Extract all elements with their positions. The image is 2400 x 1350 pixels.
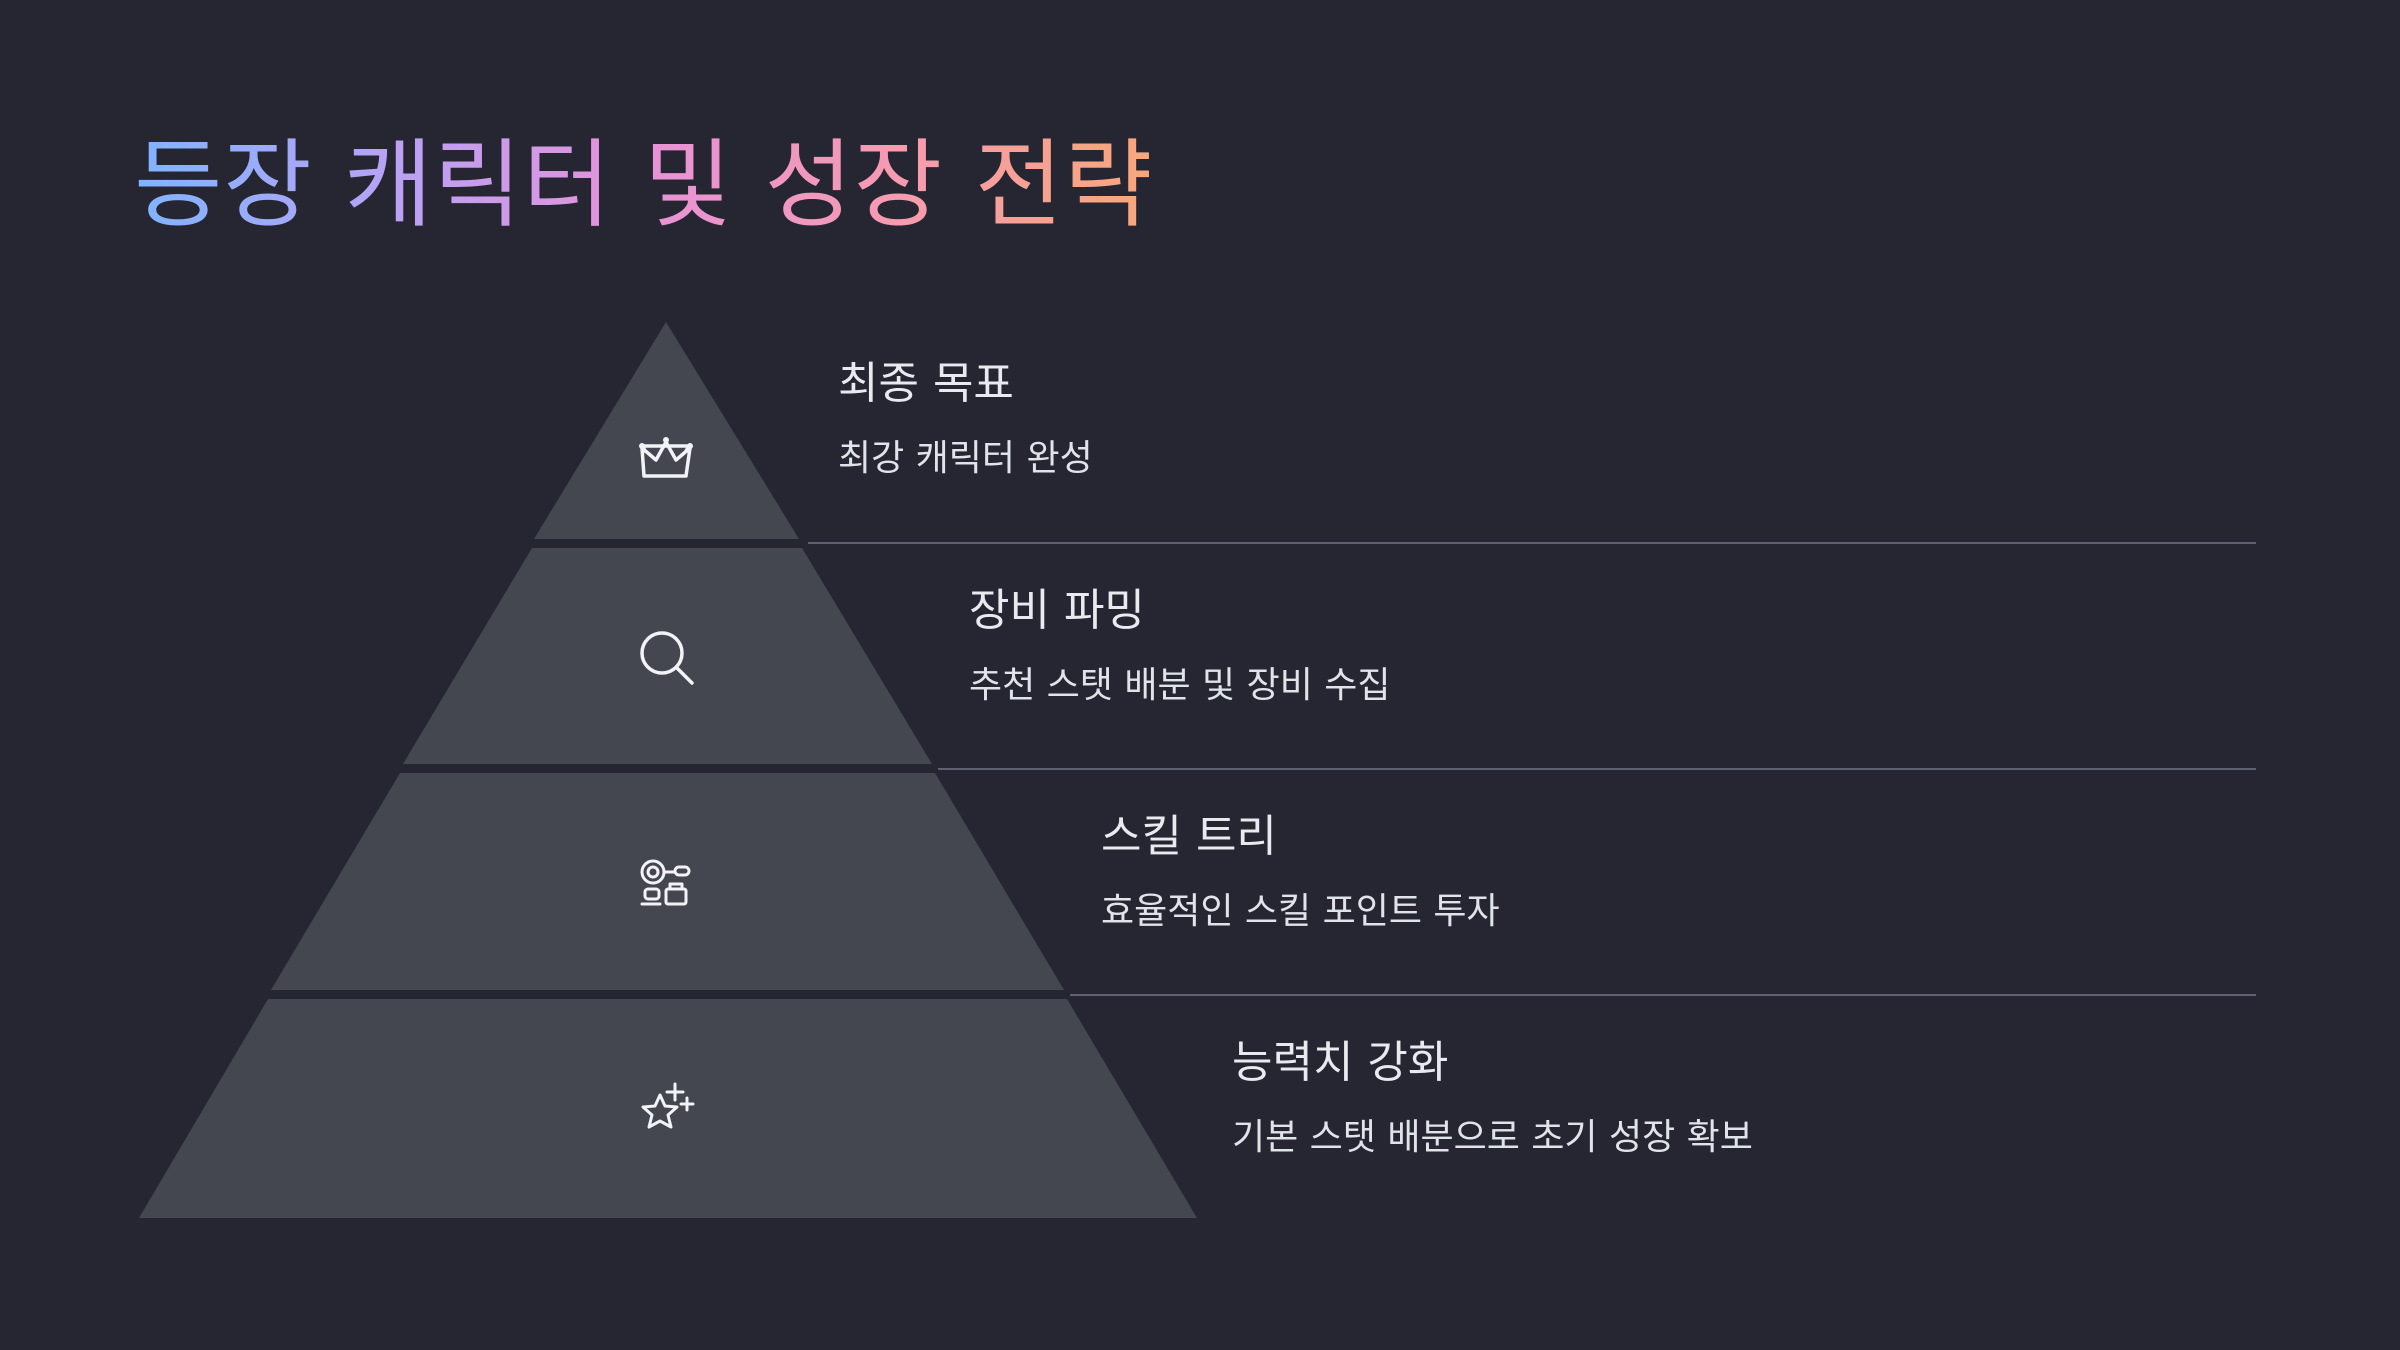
divider-2 <box>938 768 2256 770</box>
page-title: 등장 캐릭터 및 성장 전략 <box>134 120 1153 250</box>
pyramid-tier-3 <box>271 773 1064 990</box>
level-description: 기본 스탯 배분으로 초기 성장 확보 <box>1232 1117 1753 1158</box>
skill-tree-icon <box>640 859 691 906</box>
search-icon <box>640 631 694 685</box>
level-heading: 스킬 트리 <box>1101 811 1277 862</box>
level-gear-farming: 장비 파밍 추천 스탯 배분 및 장비 수집 <box>969 583 1391 709</box>
level-heading: 최종 목표 <box>838 358 1014 409</box>
level-heading: 능력치 강화 <box>1232 1037 1449 1088</box>
level-description: 효율적인 스킬 포인트 투자 <box>1101 891 1500 932</box>
divider-1 <box>808 542 2256 544</box>
pyramid-tier-2 <box>403 548 932 764</box>
pyramid-tier-4 <box>139 999 1197 1218</box>
level-heading: 장비 파밍 <box>969 585 1145 636</box>
sparkle-star-icon <box>641 1082 695 1129</box>
divider-3 <box>1070 994 2256 996</box>
level-skill-tree: 스킬 트리 효율적인 스킬 포인트 투자 <box>1101 809 1500 935</box>
level-stat-boost: 능력치 강화 기본 스탯 배분으로 초기 성장 확보 <box>1232 1035 1753 1161</box>
pyramid-tier-1 <box>534 322 799 539</box>
level-final-goal: 최종 목표 최강 캐릭터 완성 <box>838 356 1093 482</box>
level-description: 추천 스탯 배분 및 장비 수집 <box>969 665 1391 706</box>
crown-icon <box>639 437 693 478</box>
level-description: 최강 캐릭터 완성 <box>838 438 1093 479</box>
